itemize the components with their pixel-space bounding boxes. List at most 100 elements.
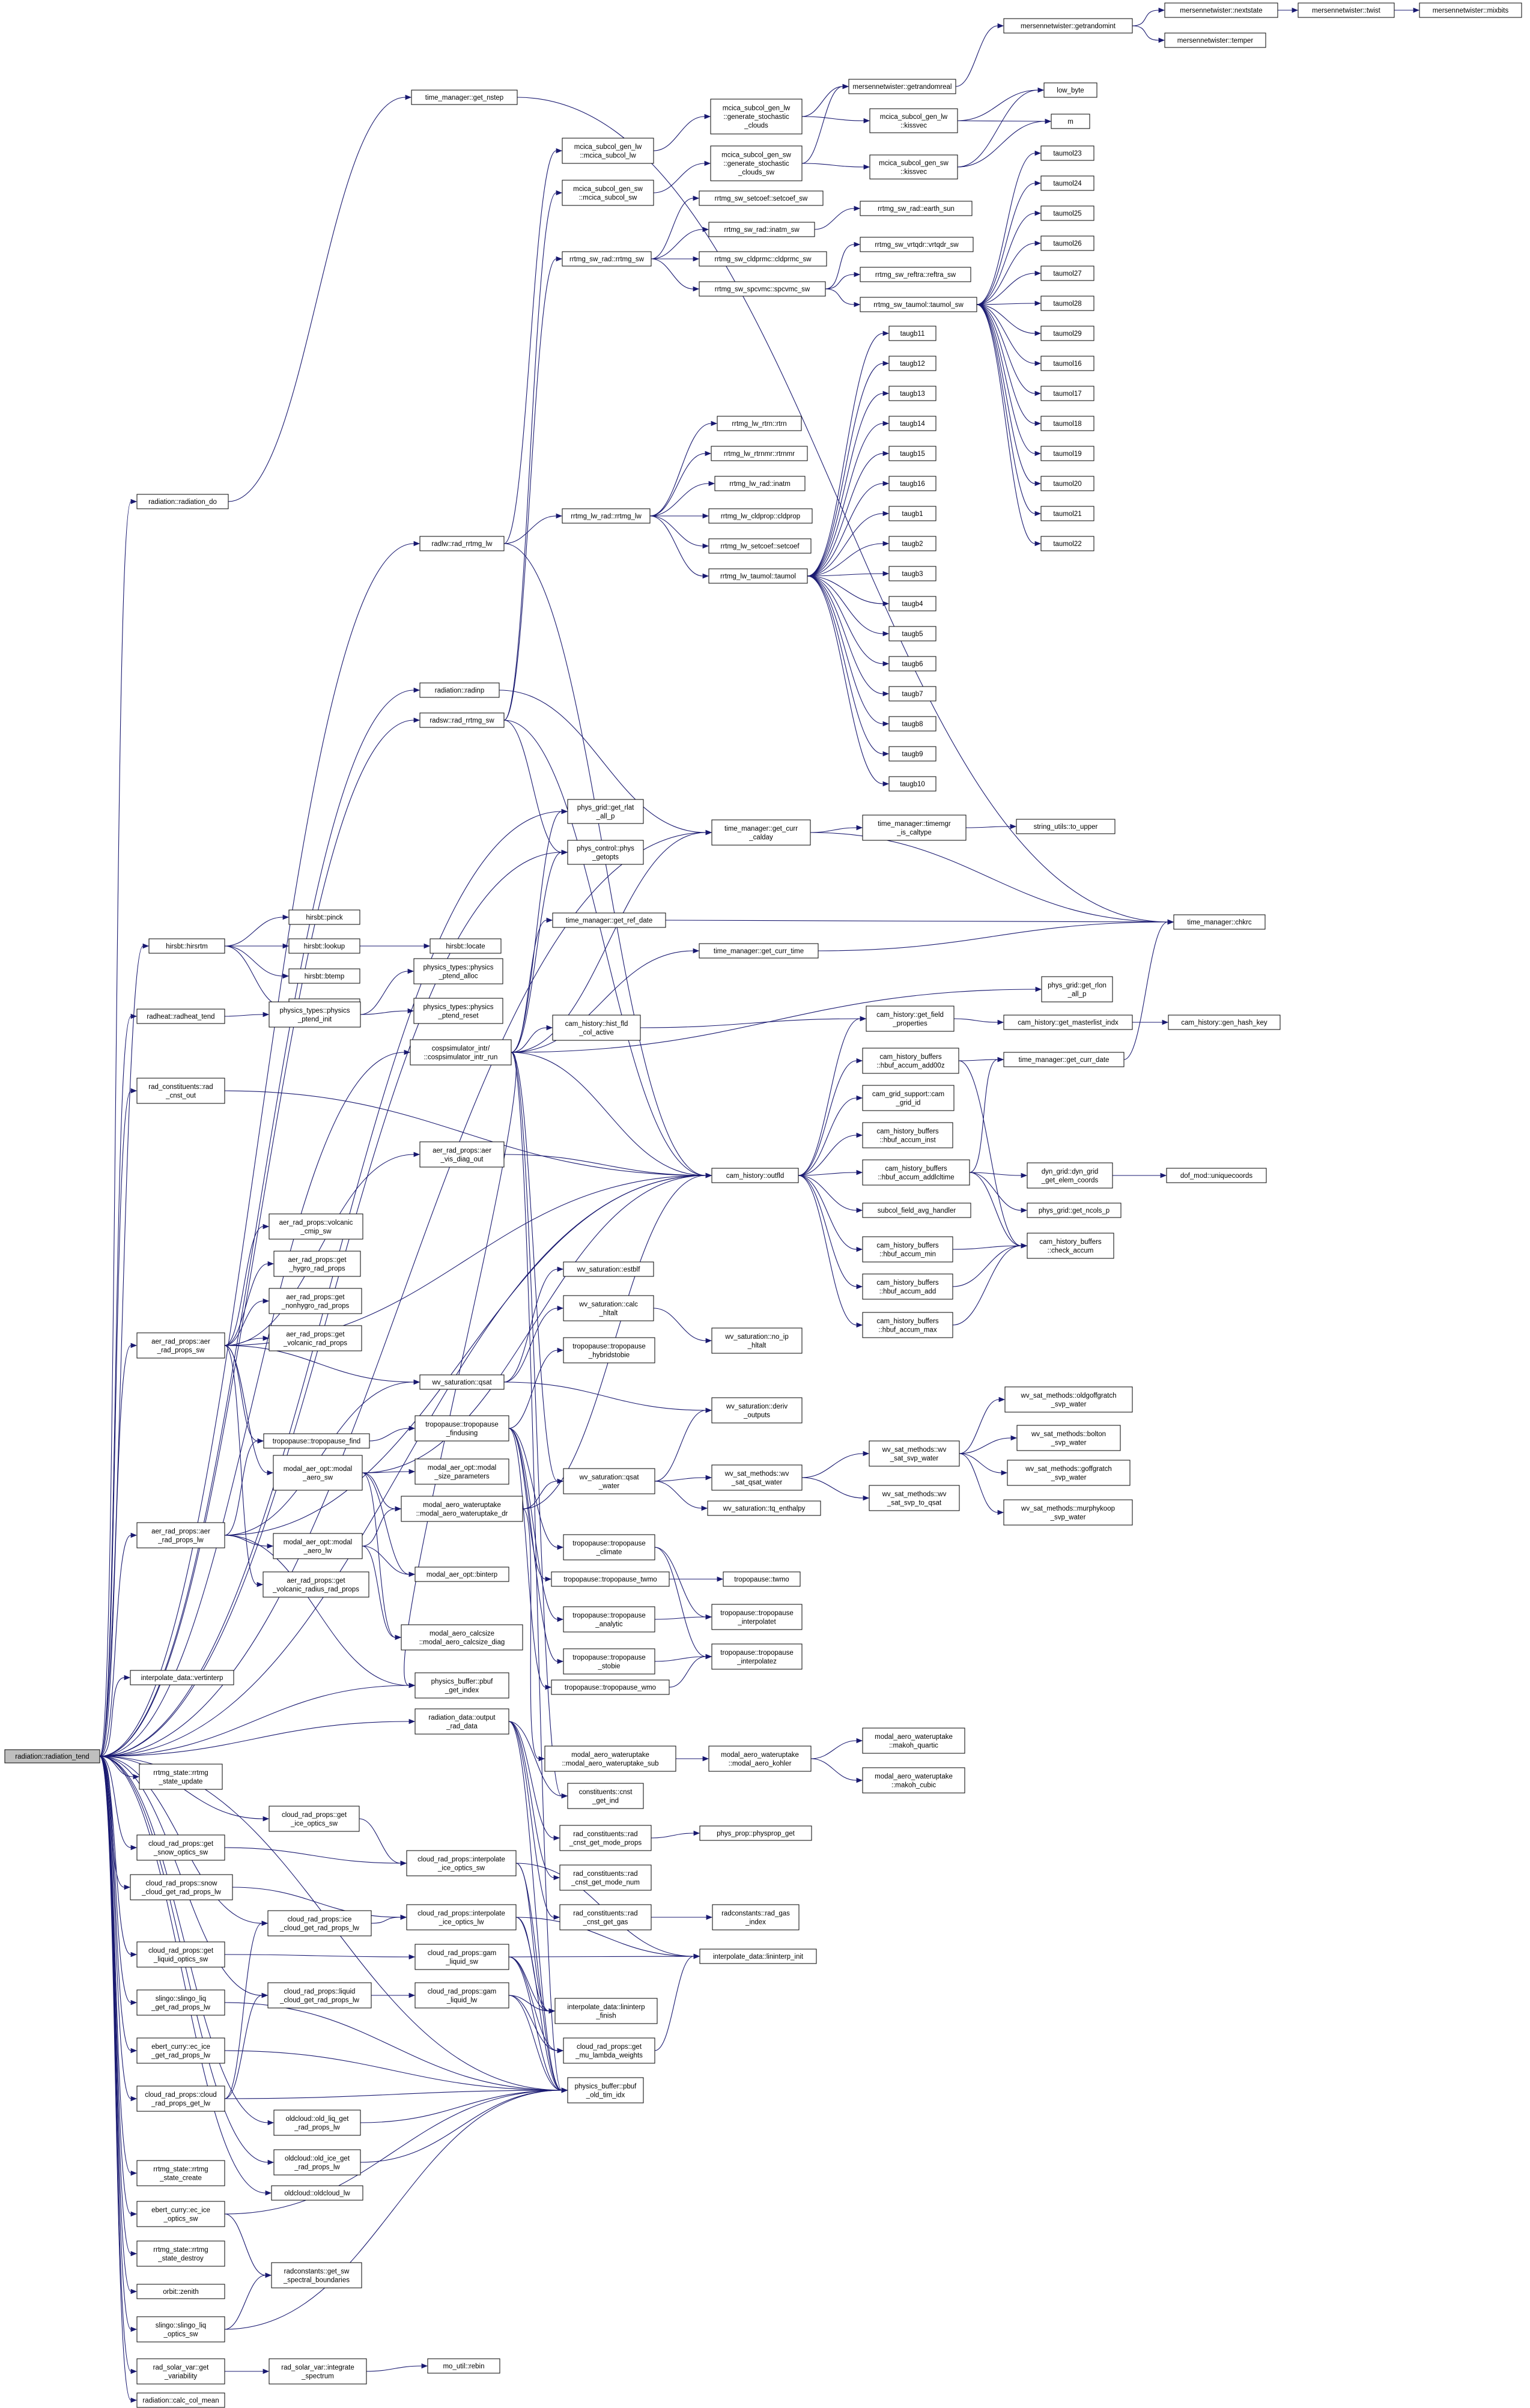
function-node[interactable]: rrtmg_lw_setcoef::setcoef [708,538,812,554]
function-node[interactable]: time_manager::get_curr_calday [711,819,811,846]
function-node[interactable]: time_manager::timemgr_is_caltype [862,814,967,841]
function-node[interactable]: tropopause::tropopause_interpolatez [711,1643,803,1670]
function-node[interactable]: rrtmg_lw_rtrnmr::rtrnmr [711,446,808,461]
function-node[interactable]: tropopause::tropopause_climate [563,1534,655,1560]
function-node[interactable]: wv_sat_methods::oldgoffgratch_svp_water [1004,1386,1133,1413]
function-node[interactable]: cospsimulator_intr/::cospsimulator_intr_… [410,1039,512,1066]
function-node[interactable]: rad_constituents::rad_cnst_get_mode_prop… [559,1825,652,1851]
function-node[interactable]: aer_rad_props::aer_rad_props_sw [136,1332,225,1359]
function-node[interactable]: rad_solar_var::get_variability [136,2358,225,2385]
function-node[interactable]: taumol21 [1040,506,1094,521]
function-node[interactable]: rrtmg_lw_rad::inatm [714,476,806,491]
function-node[interactable]: aer_rad_props::get_volcanic_radius_rad_p… [263,1571,369,1598]
function-node[interactable]: mersennetwister::temper [1164,32,1266,48]
function-node[interactable]: physics_buffer::pbuf_old_tim_idx [567,2077,644,2103]
function-node[interactable]: rad_solar_var::integrate_spectrum [269,2358,367,2385]
function-node[interactable]: taumol22 [1040,536,1094,551]
function-node[interactable]: physics_types::physics_ptend_init [269,1001,361,1028]
function-node[interactable]: modal_aero_wateruptake::makoh_quartic [862,1727,965,1754]
function-node[interactable]: taumol26 [1040,235,1094,251]
function-node[interactable]: interpolate_data::lininterp_finish [554,1998,658,2024]
function-node[interactable]: tropopause::tropopause_analytic [563,1606,655,1633]
function-node[interactable]: radheat::radheat_tend [136,1008,225,1024]
function-node[interactable]: taugb5 [888,626,937,641]
function-node[interactable]: wv_sat_methods::murphykoop_svp_water [1003,1499,1133,1526]
function-node[interactable]: modal_aero_wateruptake::makoh_cubic [862,1767,965,1794]
function-node[interactable]: taugb11 [888,326,937,341]
function-node[interactable]: taumol20 [1040,476,1094,491]
function-node[interactable]: tropopause::tropopause_twmo [551,1571,670,1587]
function-node[interactable]: aer_rad_props::get_volcanic_rad_props [269,1325,362,1351]
function-node[interactable]: time_manager::chkrc [1173,914,1266,930]
function-node[interactable]: taugb3 [888,566,937,581]
function-node[interactable]: radiation_data::output_rad_data [414,1708,509,1735]
function-node[interactable]: ebert_curry::ec_ice_optics_sw [136,2201,225,2227]
function-node[interactable]: mcica_subcol_gen_lw::mcica_subcol_lw [562,138,654,164]
function-node[interactable]: wv_saturation::qsat_water [563,1468,655,1494]
function-node[interactable]: rrtmg_sw_cldprmc::cldprmc_sw [699,251,827,267]
function-node[interactable]: mcica_subcol_gen_sw::kissvec [869,154,958,180]
function-node[interactable]: modal_aero_wateruptake::modal_aero_water… [401,1496,523,1522]
function-node[interactable]: mersennetwister::twist [1298,2,1395,18]
function-node[interactable]: cam_history::get_field_properties [866,1005,955,1032]
function-node[interactable]: rrtmg_sw_setcoef::setcoef_sw [699,190,824,206]
function-node[interactable]: taumol27 [1040,265,1094,281]
function-node[interactable]: mcica_subcol_gen_sw::mcica_subcol_sw [562,180,654,206]
function-node[interactable]: radiation::calc_col_mean [136,2392,225,2408]
function-node[interactable]: modal_aero_wateruptake::modal_aero_water… [544,1745,676,1772]
function-node[interactable]: interpolate_data::lininterp_init [699,1949,817,1964]
function-node[interactable]: cam_history_buffers::check_accum [1027,1233,1114,1259]
function-node[interactable]: taugb14 [888,416,937,431]
function-node[interactable]: wv_saturation::calc_hltalt [563,1295,654,1321]
function-node[interactable]: mersennetwister::mixbits [1419,2,1522,18]
function-node[interactable]: cam_history::gen_hash_key [1168,1014,1281,1030]
function-node[interactable]: cam_history_buffers::hbuf_accum_inst [862,1122,953,1148]
function-node[interactable]: tropopause::tropopause_stobie [563,1648,655,1675]
function-node[interactable]: cloud_rad_props::ice_cloud_get_rad_props… [267,1910,372,1936]
function-node[interactable]: modal_aero_wateruptake::modal_aero_kohle… [708,1745,812,1772]
function-node[interactable]: rrtmg_sw_rad::rrtmg_sw [562,251,652,267]
function-node[interactable]: cloud_rad_props::get_ice_optics_sw [269,1806,360,1832]
function-node[interactable]: cam_history::get_masterlist_indx [1003,1014,1133,1030]
function-node[interactable]: constituents::cnst_get_ind [567,1783,644,1809]
function-node[interactable]: phys_prop::physprop_get [699,1825,812,1841]
function-node[interactable]: physics_types::physics_ptend_reset [413,998,503,1024]
function-node[interactable]: mcica_subcol_gen_sw::generate_stochastic… [710,145,803,181]
function-node[interactable]: modal_aer_opt::modal_aero_sw [273,1455,363,1491]
function-node[interactable]: rrtmg_sw_rad::inatm_sw [708,222,815,237]
function-node[interactable]: cloud_rad_props::cloud_rad_props_get_lw [136,2085,225,2112]
function-node[interactable]: radiation::radiation_do [136,494,229,509]
function-node[interactable]: mcica_subcol_gen_lw::kissvec [869,108,958,133]
function-node[interactable]: hirsbt::btemp [288,968,360,984]
function-node[interactable]: taumol28 [1040,296,1094,311]
function-node[interactable]: oldcloud::old_ice_get_rad_props_lw [273,2149,361,2176]
function-node[interactable]: rrtmg_sw_spcvmc::spcvmc_sw [699,281,826,297]
function-node[interactable]: rrtmg_lw_rtrn::rtrn [717,416,802,431]
function-node[interactable]: rrtmg_sw_reftra::reftra_sw [860,267,971,282]
function-node[interactable]: wv_sat_methods::wv_sat_svp_to_qsat [869,1485,960,1511]
function-node[interactable]: wv_sat_methods::wv_sat_qsat_water [711,1464,803,1491]
function-node[interactable]: tropopause::tropopause_find [263,1433,370,1449]
function-node[interactable]: aer_rad_props::volcanic_cmip_sw [269,1213,363,1240]
function-node[interactable]: mersennetwister::nextstate [1164,2,1278,18]
function-node[interactable]: rrtmg_lw_taumol::taumol [708,568,808,584]
function-node[interactable]: cloud_rad_props::interpolate_ice_optics_… [406,1850,517,1876]
function-node[interactable]: time_manager::get_curr_date [1003,1052,1125,1067]
function-node[interactable]: rad_constituents::rad_cnst_out [136,1078,225,1104]
function-node[interactable]: dyn_grid::dyn_grid_get_elem_coords [1027,1162,1113,1189]
function-node[interactable]: orbit::zenith [136,2284,225,2299]
function-node[interactable]: modal_aero_calcsize::modal_aero_calcsize… [401,1624,523,1651]
function-node[interactable]: physics_types::physics_ptend_alloc [413,958,503,984]
function-node[interactable]: interpolate_data::vertinterp [130,1670,234,1685]
function-node[interactable]: phys_control::phys_getopts [567,840,644,865]
function-node[interactable]: radconstants::get_sw_spectral_boundaries [271,2262,362,2288]
function-node[interactable]: hirsbt::pinck [288,909,360,925]
function-node[interactable]: modal_aer_opt::modal_aero_lw [273,1533,363,1559]
function-node[interactable]: mcica_subcol_gen_lw::generate_stochastic… [710,99,803,135]
function-node[interactable]: low_byte [1043,82,1097,98]
function-node[interactable]: cam_history::hist_fld_col_active [552,1014,641,1041]
function-node[interactable]: radiation::radinp [419,682,500,698]
function-node[interactable]: taugb1 [888,506,937,521]
function-node[interactable]: m [1051,114,1090,129]
function-node[interactable]: hirsbt::hirsrtm [148,938,225,954]
